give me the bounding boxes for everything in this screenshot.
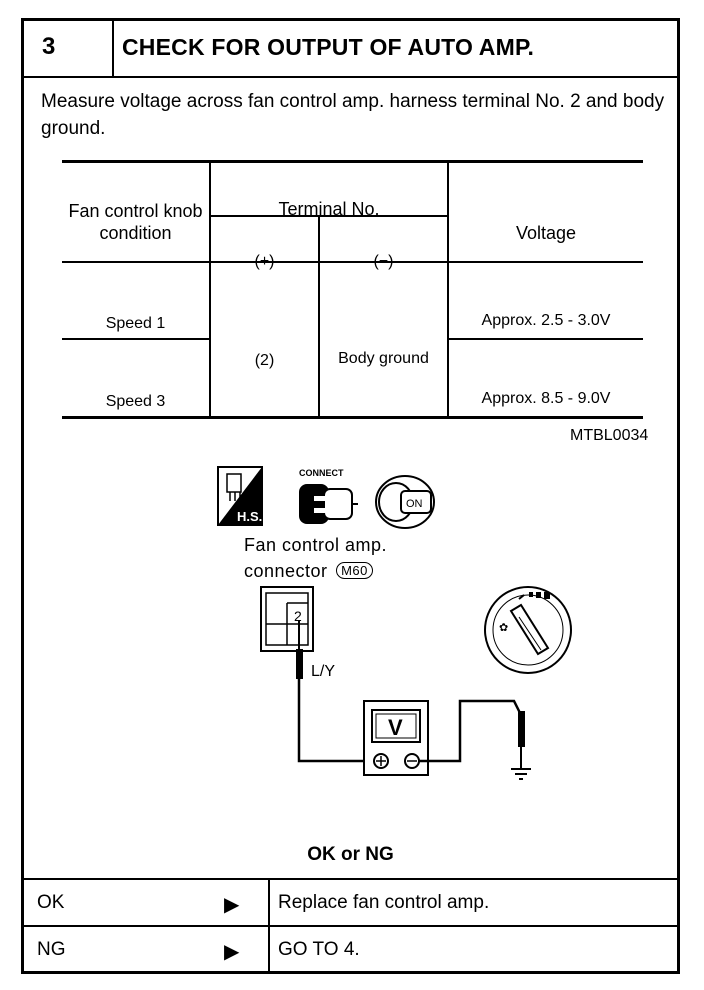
hs-icon-text: H.S. bbox=[237, 509, 262, 524]
ignition-on-icon: ON bbox=[375, 475, 435, 529]
voltmeter: V bbox=[363, 700, 429, 776]
result-action-ok: Replace fan control amp. bbox=[278, 892, 490, 913]
fan-control-amp-connector: 2 bbox=[260, 586, 314, 652]
header-minus: (−) bbox=[373, 253, 394, 270]
result-key-ng: NG bbox=[37, 939, 66, 960]
result-row-ok: OK ▶ Replace fan control amp. bbox=[24, 878, 677, 927]
connect-icon: CONNECT bbox=[299, 468, 358, 524]
table-reference-code: MTBL0034 bbox=[570, 427, 649, 444]
step-header: 3 CHECK FOR OUTPUT OF AUTO AMP. bbox=[24, 21, 677, 78]
wiring-diagram: H.S. CONNECT ON 2 L/Y bbox=[217, 466, 572, 780]
arrow-icon: ▶ bbox=[224, 941, 240, 963]
header-terminal-no: Terminal No. bbox=[278, 199, 380, 219]
step-title: CHECK FOR OUTPUT OF AUTO AMP. bbox=[122, 34, 535, 60]
header-voltage: Voltage bbox=[515, 223, 577, 243]
harness-side-icon: H.S. bbox=[217, 466, 263, 526]
result-key-ok: OK bbox=[37, 892, 65, 913]
connector-code-badge: M60 bbox=[336, 562, 373, 579]
connector-label-text: connector bbox=[244, 561, 328, 581]
arrow-icon: ▶ bbox=[224, 894, 240, 916]
result-action-ng: GO TO 4. bbox=[278, 939, 360, 960]
fan-control-knob-icon: ✿ bbox=[484, 586, 572, 674]
result-divider bbox=[268, 880, 270, 927]
header-plus: (+) bbox=[254, 253, 275, 270]
table-lines bbox=[62, 160, 643, 419]
connector-label-line-1: Fan control amp. bbox=[244, 535, 388, 555]
svg-text:✿: ✿ bbox=[499, 621, 508, 634]
minus-terminal-value: Body ground bbox=[338, 350, 429, 367]
meter-label: V bbox=[388, 715, 403, 740]
step-number: 3 bbox=[42, 33, 56, 60]
result-row-ng: NG ▶ GO TO 4. bbox=[24, 925, 677, 974]
on-icon-text: ON bbox=[406, 498, 423, 510]
row-voltage-speed-1: Approx. 2.5 - 3.0V bbox=[481, 312, 611, 329]
instruction-text: Measure voltage across fan control amp. … bbox=[41, 91, 665, 139]
terminal-number: 2 bbox=[294, 608, 302, 624]
row-knob-speed-3: Speed 3 bbox=[105, 393, 166, 410]
wire-color-label: L/Y bbox=[311, 663, 335, 680]
result-heading: OK or NG bbox=[307, 844, 394, 865]
header-knob-condition: Fan control knob condition bbox=[68, 201, 203, 243]
connector-label-line-2: connector M60 bbox=[244, 558, 387, 584]
header-divider bbox=[112, 21, 114, 76]
connector-label: Fan control amp. connector M60 bbox=[244, 532, 387, 584]
plus-terminal-value: (2) bbox=[254, 352, 275, 369]
row-voltage-speed-3: Approx. 8.5 - 9.0V bbox=[481, 390, 611, 407]
connect-icon-text: CONNECT bbox=[299, 468, 344, 478]
result-divider bbox=[268, 927, 270, 974]
row-knob-speed-1: Speed 1 bbox=[105, 315, 166, 332]
procedure-frame: 3 CHECK FOR OUTPUT OF AUTO AMP. Measure … bbox=[21, 18, 680, 974]
